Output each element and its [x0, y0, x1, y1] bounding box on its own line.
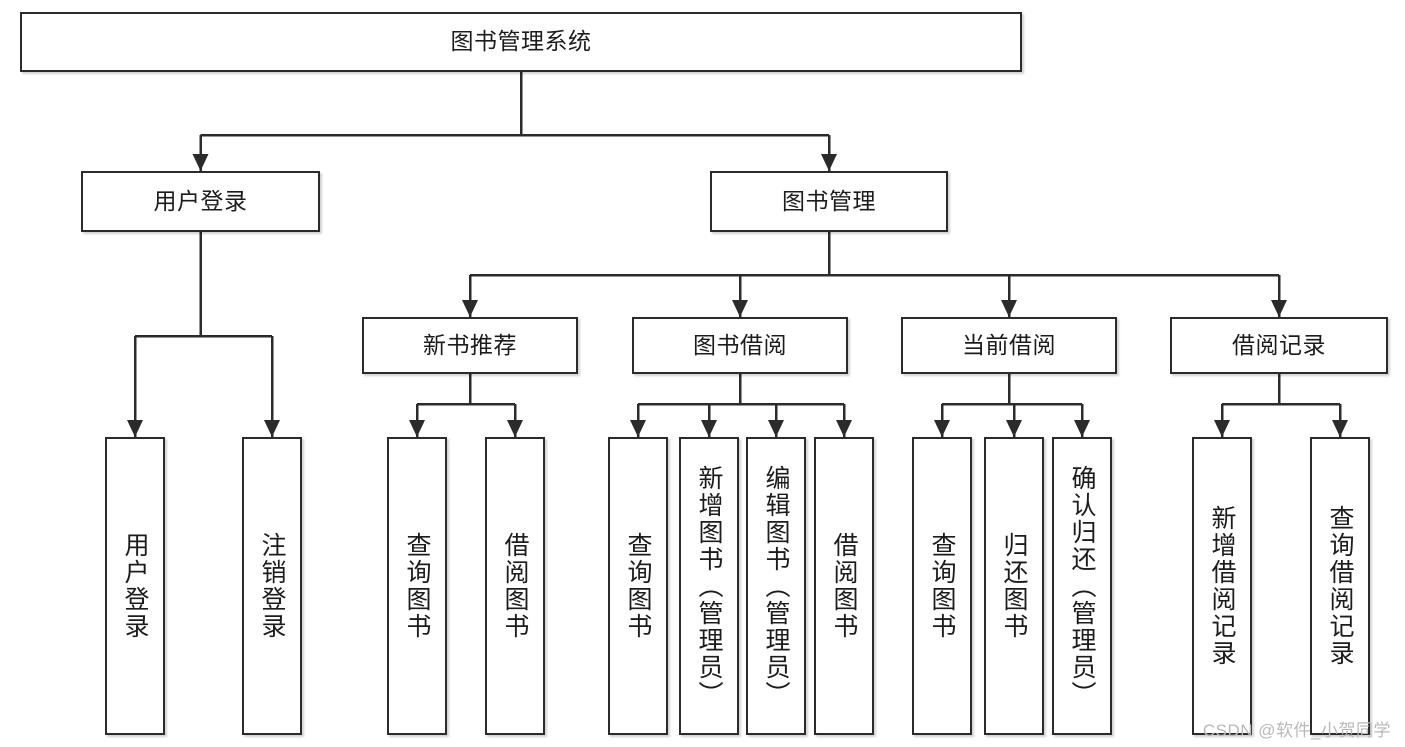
- watermark: CSDN @软件_小贺同学: [1202, 721, 1391, 740]
- node-label: 借阅图书: [830, 532, 858, 640]
- arrowhead-leaf-edit-book: [768, 420, 784, 437]
- arrowhead-borrow-record: [1271, 300, 1287, 317]
- node-label: 查询图书: [403, 532, 431, 640]
- arrowhead-current-borrow: [1001, 300, 1017, 317]
- node-label: 图书管理: [782, 187, 876, 214]
- arrowhead-user-login: [192, 154, 209, 171]
- arrowhead-leaf-user-login: [127, 420, 143, 437]
- node-borrow-record[interactable]: 借阅记录: [1170, 317, 1388, 374]
- node-leaf-query-book-3[interactable]: 查询图书: [912, 437, 972, 735]
- node-leaf-borrow-book-1[interactable]: 借阅图书: [485, 437, 545, 735]
- node-leaf-query-book-2[interactable]: 查询图书: [608, 437, 668, 735]
- arrowhead-leaf-query-book-1: [409, 420, 425, 437]
- node-book-borrow[interactable]: 图书借阅: [632, 317, 848, 374]
- node-label: 用户登录: [153, 187, 248, 214]
- node-book-manage[interactable]: 图书管理: [710, 171, 948, 232]
- node-leaf-confirm-return[interactable]: 确认归还（管理员）: [1052, 437, 1112, 735]
- arrowhead-leaf-confirm-return: [1074, 420, 1090, 437]
- arrowhead-book-manage: [821, 154, 837, 171]
- node-current-borrow[interactable]: 当前借阅: [901, 317, 1117, 374]
- node-leaf-add-book[interactable]: 新增图书（管理员）: [679, 437, 739, 735]
- node-label: 归还图书: [1000, 532, 1028, 640]
- arrowhead-leaf-query-record: [1332, 420, 1348, 437]
- arrowhead-book-borrow: [732, 300, 748, 317]
- node-label: 编辑图书（管理员）: [762, 464, 790, 708]
- arrowhead-leaf-borrow-book-2: [836, 420, 852, 437]
- arrowhead-leaf-borrow-book-1: [507, 420, 523, 437]
- node-label: 新增借阅记录: [1208, 505, 1236, 667]
- arrowhead-leaf-logout: [264, 420, 280, 437]
- node-label: 注销登录: [258, 532, 286, 640]
- node-user-login[interactable]: 用户登录: [81, 171, 320, 232]
- node-root[interactable]: 图书管理系统: [20, 12, 1022, 72]
- node-leaf-borrow-book-2[interactable]: 借阅图书: [814, 437, 874, 735]
- node-new-book-recommend[interactable]: 新书推荐: [362, 317, 578, 374]
- node-label: 新增图书（管理员）: [695, 464, 723, 708]
- arrowhead-leaf-query-book-3: [934, 420, 950, 437]
- node-label: 图书借阅: [693, 331, 787, 358]
- node-label: 用户登录: [121, 532, 149, 640]
- node-label: 确认归还（管理员）: [1068, 464, 1096, 708]
- node-leaf-user-login[interactable]: 用户登录: [105, 437, 165, 735]
- node-label: 当前借阅: [962, 331, 1056, 358]
- arrowhead-leaf-return-book: [1006, 420, 1022, 437]
- arrowhead-new-book-recommend: [462, 300, 478, 317]
- arrowhead-leaf-add-record: [1214, 420, 1230, 437]
- node-label: 新书推荐: [423, 331, 517, 358]
- node-leaf-logout[interactable]: 注销登录: [242, 437, 302, 735]
- node-label: 查询图书: [624, 532, 652, 640]
- arrowhead-leaf-add-book: [701, 420, 717, 437]
- node-label: 借阅图书: [501, 532, 529, 640]
- node-leaf-return-book[interactable]: 归还图书: [984, 437, 1044, 735]
- node-leaf-edit-book[interactable]: 编辑图书（管理员）: [746, 437, 806, 735]
- node-leaf-add-record[interactable]: 新增借阅记录: [1192, 437, 1252, 735]
- node-label: 借阅记录: [1232, 331, 1326, 358]
- arrowhead-leaf-query-book-2: [630, 420, 646, 437]
- node-label: 查询图书: [928, 532, 956, 640]
- node-leaf-query-record[interactable]: 查询借阅记录: [1310, 437, 1370, 735]
- node-leaf-query-book-1[interactable]: 查询图书: [387, 437, 447, 735]
- node-label: 查询借阅记录: [1326, 505, 1354, 667]
- node-label: 图书管理系统: [450, 28, 592, 55]
